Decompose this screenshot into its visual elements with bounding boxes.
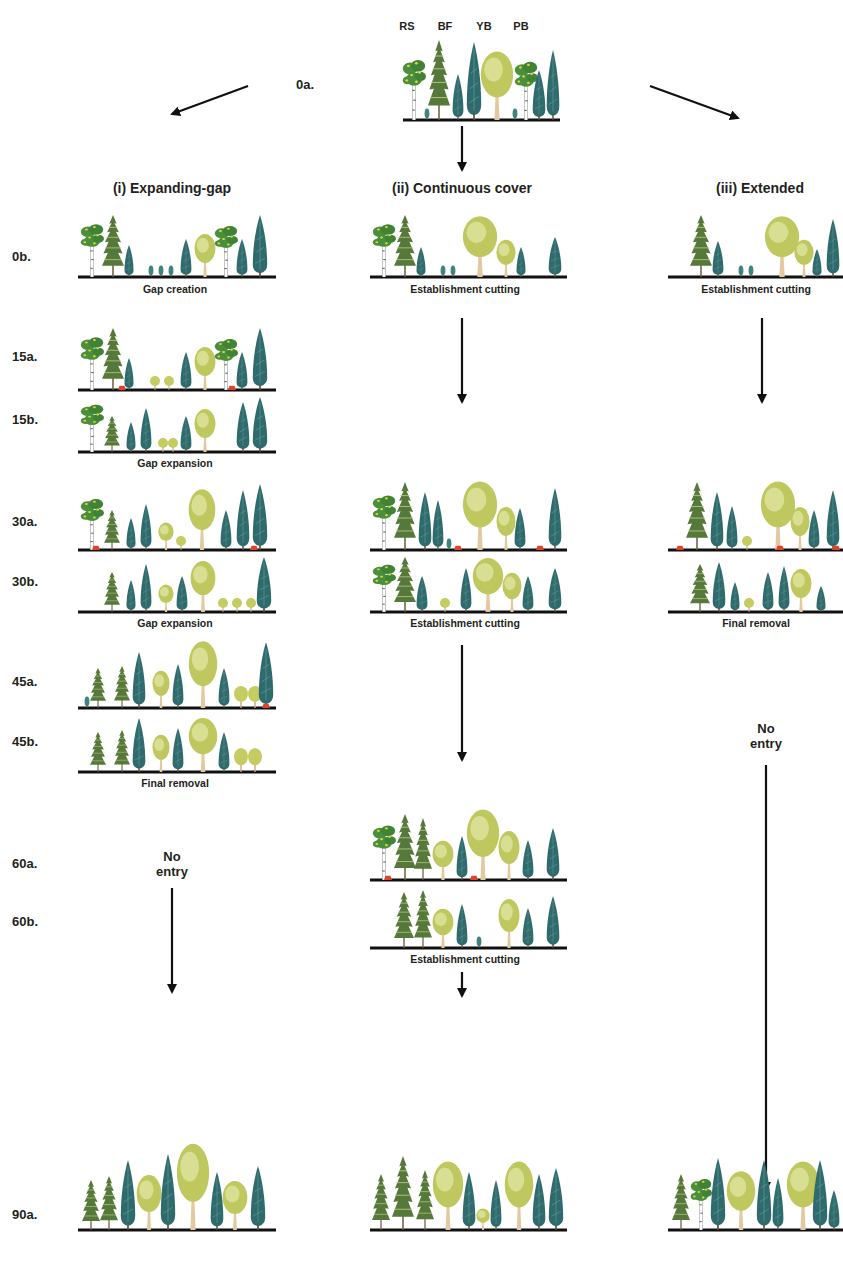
stage-caption: Final removal — [722, 617, 790, 629]
row-label: 15a. — [12, 350, 37, 365]
row-label: 45b. — [12, 735, 38, 750]
tree-stand — [672, 215, 840, 1230]
row-label: 60a. — [12, 857, 37, 872]
row-label: 60b. — [12, 915, 38, 930]
row-label: 30a. — [12, 515, 37, 530]
stage-caption: Final removal — [141, 777, 209, 789]
row-label: 30b. — [12, 575, 38, 590]
row-label: 0b. — [12, 250, 31, 265]
stage-caption: Gap creation — [143, 283, 207, 295]
tree-stand — [403, 40, 560, 120]
stage-caption: Gap expansion — [137, 617, 212, 629]
ground-line — [78, 120, 843, 1230]
column-heading: (ii) Continuous cover — [392, 180, 532, 196]
row-label: 0a. — [296, 78, 314, 93]
stage-caption: Establishment cutting — [410, 953, 520, 965]
treatment-note: No entry — [742, 722, 790, 752]
stage-caption: Gap expansion — [137, 457, 212, 469]
treatment-note: No entry — [148, 850, 196, 880]
species-code: BF — [438, 20, 453, 33]
row-label: 45a. — [12, 675, 37, 690]
row-label: 90a. — [12, 1208, 37, 1223]
flow-arrow — [172, 86, 766, 1190]
tree-stand — [372, 215, 563, 1230]
tree-stand — [81, 215, 273, 1230]
column-heading: (iii) Extended — [716, 180, 804, 196]
stage-caption: Establishment cutting — [701, 283, 811, 295]
species-code: PB — [513, 20, 528, 33]
column-heading: (i) Expanding-gap — [113, 180, 231, 196]
stage-caption: Establishment cutting — [410, 283, 520, 295]
stage-caption: Establishment cutting — [410, 617, 520, 629]
species-code: YB — [476, 20, 491, 33]
species-code: RS — [399, 20, 414, 33]
row-label: 15b. — [12, 413, 38, 428]
